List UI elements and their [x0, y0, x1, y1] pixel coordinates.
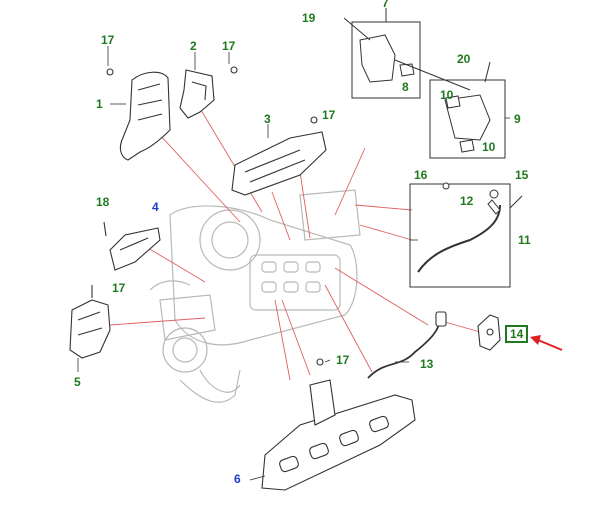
part-13-sensor — [367, 311, 447, 379]
callout-2: 2 — [190, 39, 197, 53]
callout-11: 11 — [518, 233, 531, 247]
callout-5: 5 — [74, 375, 81, 389]
callout-17-shield: 17 — [322, 108, 336, 122]
callout-8: 8 — [402, 80, 409, 94]
part-14-bracket — [477, 314, 501, 351]
callout-12: 12 — [460, 194, 474, 208]
part-6-gasket — [261, 358, 416, 491]
callout-13: 13 — [420, 357, 434, 371]
part-9-group — [429, 61, 506, 159]
callout-19: 19 — [302, 11, 316, 25]
callout-1: 1 — [96, 97, 103, 111]
leader-lines — [109, 99, 481, 381]
callout-17-gasket: 17 — [336, 353, 350, 367]
part-1-heat-shield — [106, 68, 171, 161]
callout-18: 18 — [96, 195, 110, 209]
callout-3: 3 — [264, 112, 271, 126]
red-arrow-icon — [530, 335, 563, 351]
callout-6: 6 — [234, 472, 241, 486]
callout-ticks — [77, 46, 510, 481]
callout-9: 9 — [514, 112, 521, 126]
callout-15: 15 — [515, 168, 529, 182]
callout-17-lower-left: 17 — [112, 281, 126, 295]
callout-17-left-top: 17 — [101, 33, 115, 47]
part-4-shield — [103, 221, 161, 271]
part-5-shield — [69, 285, 111, 359]
part-2-bracket — [179, 66, 238, 119]
callout-14-highlighted: 14 — [505, 325, 529, 343]
callout-4: 4 — [152, 200, 159, 214]
part-3-heat-shield — [231, 116, 327, 196]
callout-20: 20 — [457, 52, 471, 66]
callout-16: 16 — [414, 168, 428, 182]
callout-17-bracket: 17 — [222, 39, 236, 53]
callout-10-lower: 10 — [482, 140, 496, 154]
engine-assembly-faded — [149, 189, 361, 403]
part-11-group — [409, 182, 523, 288]
callout-7: 7 — [382, 0, 389, 10]
callout-10-upper: 10 — [440, 88, 454, 102]
part-7-group — [343, 8, 471, 99]
